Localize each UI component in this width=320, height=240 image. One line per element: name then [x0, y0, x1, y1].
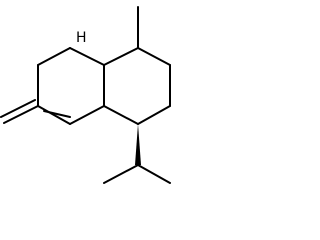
bond-c3-c4-inner — [43, 110, 71, 118]
wedge-bond-isopropyl — [135, 124, 141, 165]
bond-c8a-c8 — [103, 47, 139, 66]
bond-c8-c7 — [137, 47, 171, 66]
bond-isopropyl-left — [103, 164, 139, 184]
bond-methylene-double — [0, 99, 36, 118]
bond-c5-c4a — [103, 105, 139, 125]
bond-c4-c4a — [69, 105, 105, 125]
bond-c8a-c1 — [69, 47, 105, 66]
stereo-hydrogen-label: H — [76, 30, 87, 46]
bond-isopropyl-right — [137, 164, 171, 184]
bond-methylene — [3, 105, 39, 124]
bond-c3-c4 — [37, 105, 71, 125]
molecule-structure: H — [0, 6, 171, 184]
bond-c1-c2 — [37, 47, 71, 66]
bond-c6-c5 — [137, 105, 171, 125]
